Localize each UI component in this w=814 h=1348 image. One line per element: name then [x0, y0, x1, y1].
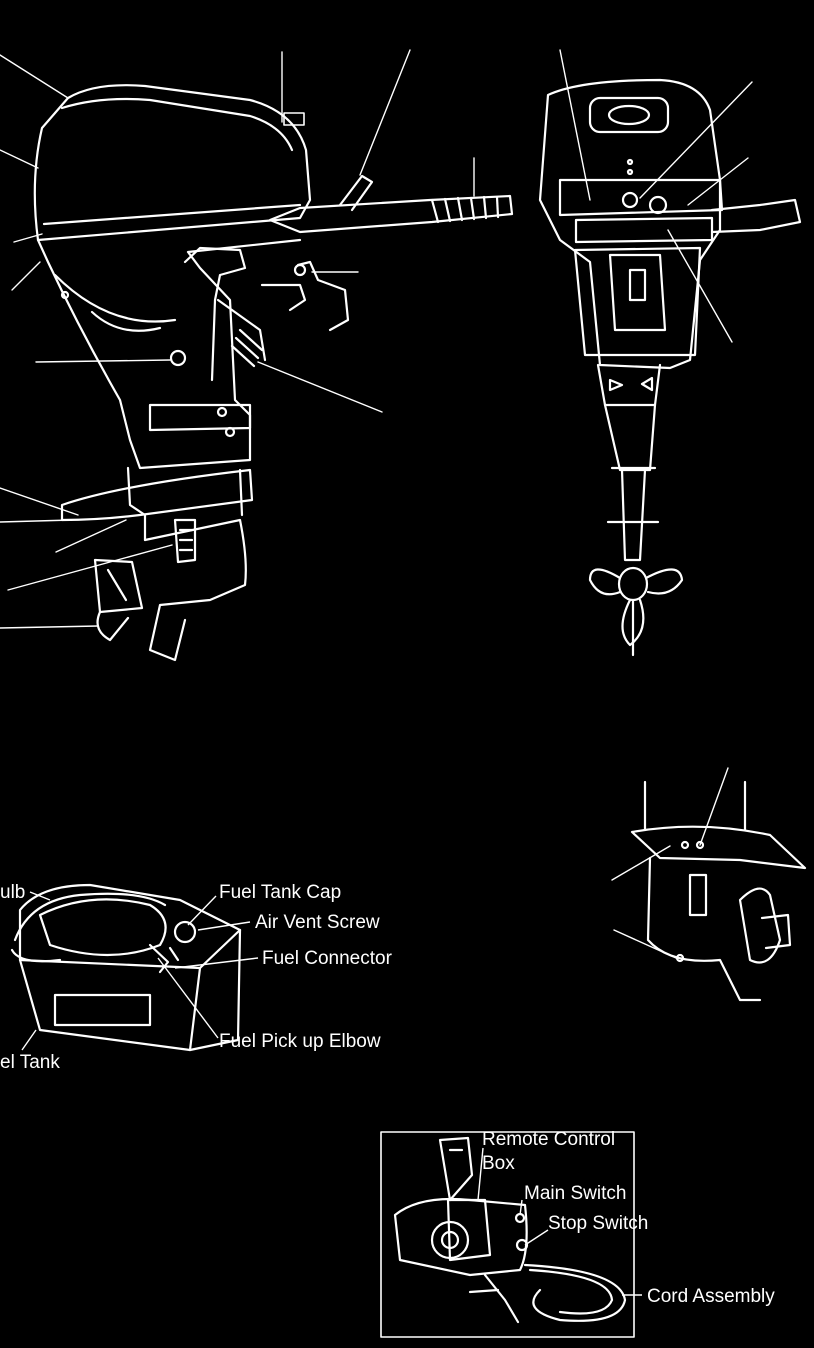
cord-assembly-label: Cord Assembly	[647, 1286, 775, 1307]
main-switch-label: Main Switch	[524, 1183, 626, 1204]
stop-switch-label: Stop Switch	[548, 1213, 648, 1234]
fuel-tank-label: el Tank	[0, 1052, 60, 1073]
rear-view-outboard	[538, 49, 802, 657]
primer-bulb-label: ulb	[0, 882, 25, 903]
remote-control-illustration	[380, 1131, 635, 1338]
fuel-tank-illustration	[10, 883, 242, 1052]
fuel-pickup-elbow-label: Fuel Pick up Elbow	[219, 1031, 381, 1052]
side-view-outboard	[0, 49, 514, 662]
remote-control-box-label-line2: Box	[482, 1153, 515, 1174]
lower-unit-detail	[611, 767, 807, 1002]
air-vent-screw-label: Air Vent Screw	[255, 912, 380, 933]
remote-control-box-label-line1: Remote Control	[482, 1129, 615, 1150]
remote-control-leaders	[477, 1147, 642, 1296]
fuel-tank-cap-label: Fuel Tank Cap	[219, 882, 341, 903]
fuel-connector-label: Fuel Connector	[262, 948, 393, 969]
fuel-tank-leaders	[21, 891, 259, 1051]
